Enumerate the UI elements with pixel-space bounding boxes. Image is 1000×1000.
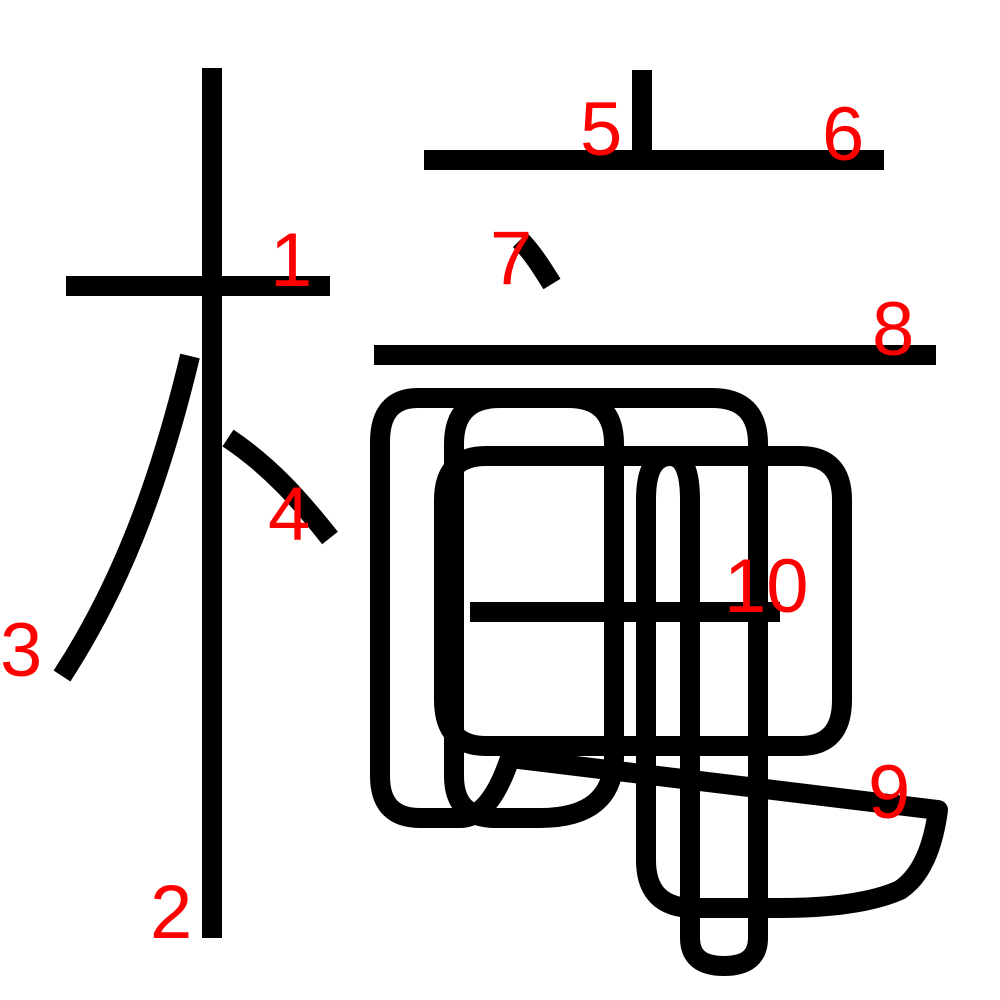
stroke-label-1: 1 bbox=[270, 218, 312, 303]
stroke-9-right-loop bbox=[434, 446, 852, 756]
stroke-label-2: 2 bbox=[150, 870, 192, 955]
stroke-7 bbox=[512, 232, 561, 290]
stroke-4 bbox=[222, 429, 338, 545]
stroke-3 bbox=[53, 353, 200, 682]
stroke-label-5: 5 bbox=[580, 87, 622, 172]
stroke-number-labels: 1 2 3 4 5 6 7 8 9 10 bbox=[0, 87, 914, 955]
stroke-label-3: 3 bbox=[0, 608, 42, 693]
stroke-label-4: 4 bbox=[268, 472, 310, 557]
strokes-group bbox=[53, 68, 948, 976]
stroke-label-8: 8 bbox=[872, 287, 914, 372]
stroke-label-6: 6 bbox=[822, 92, 864, 177]
stroke-label-10: 10 bbox=[724, 544, 809, 629]
stroke-label-9: 9 bbox=[868, 750, 910, 835]
stroke-label-7: 7 bbox=[490, 216, 532, 301]
stroke-9 bbox=[370, 388, 948, 976]
stroke-9-inner-loop bbox=[444, 388, 624, 828]
